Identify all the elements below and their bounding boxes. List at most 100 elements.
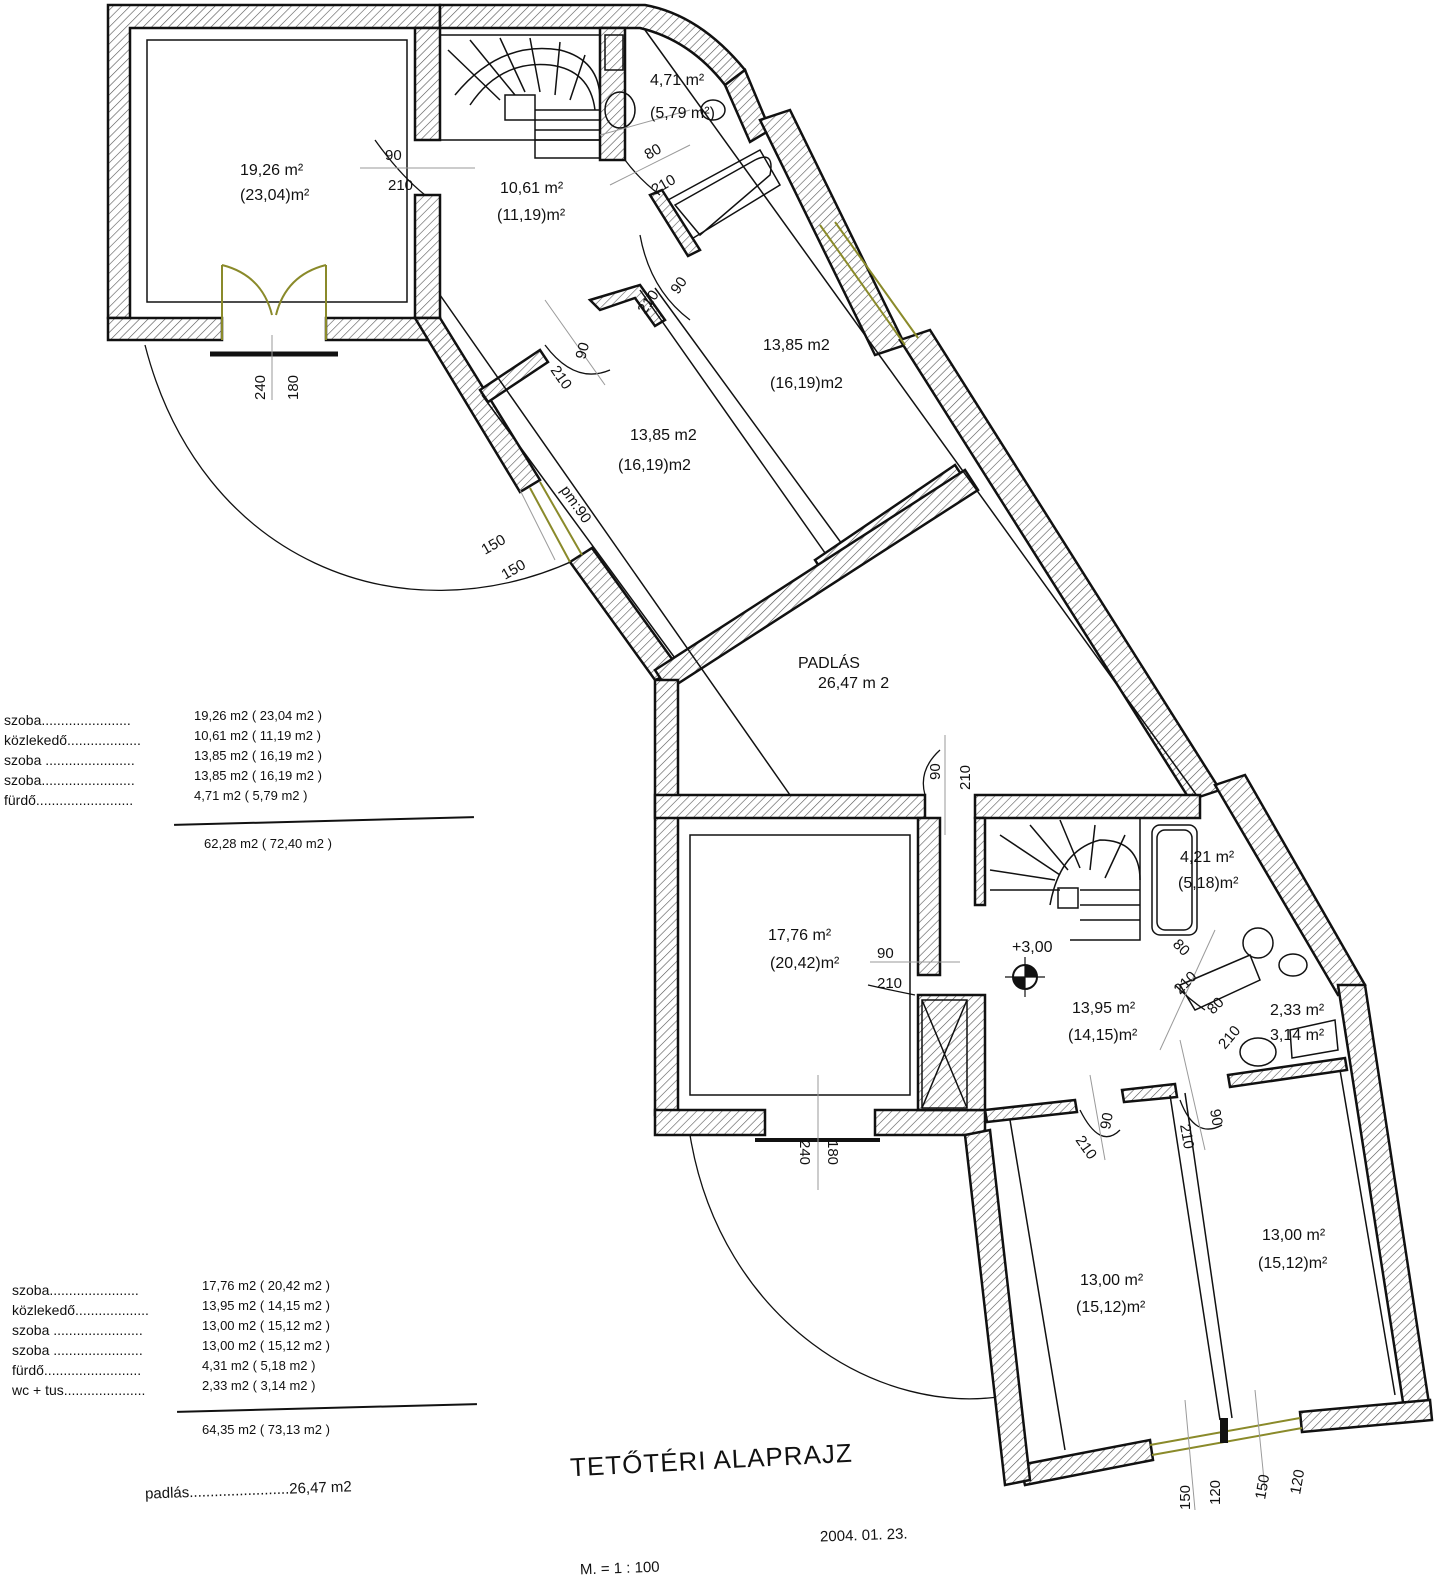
dim-80-c: 80	[1204, 994, 1228, 1018]
window-left	[529, 487, 571, 563]
dim-210-h: 210	[1215, 1022, 1244, 1052]
legend-room-name: szoba.......................	[4, 712, 131, 728]
wall-upper-curve	[438, 3, 772, 144]
upper-partitions	[478, 188, 980, 692]
room-10-gross: 3,14 m²	[1270, 1027, 1325, 1044]
legend-room-value: 4,31 m2 ( 5,18 m2 )	[202, 1358, 316, 1373]
level-label: +3,00	[1012, 939, 1053, 956]
room-labels: 19,26 m² (23,04)m² 10,61 m² (11,19)m² 4,…	[240, 72, 1328, 1316]
room-6-area: 26,47 m 2	[818, 675, 889, 692]
roof-line-1	[644, 29, 1201, 801]
legend-room-value: 13,00 m2 ( 15,12 m2 )	[202, 1338, 330, 1353]
window-right-upper-2	[834, 221, 919, 339]
room-10-area: 2,33 m²	[1270, 1002, 1325, 1019]
dim-150-b: 150	[499, 556, 529, 583]
dim-240: 240	[252, 375, 269, 400]
legend-lower-row: közlekedő................... 13,95 m2 ( …	[12, 1298, 492, 1320]
legend-room-value: 13,95 m2 ( 14,15 m2 )	[202, 1298, 330, 1313]
roof-line-2	[439, 294, 791, 796]
legend-upper-rule	[174, 816, 474, 826]
room-5-gross: (16,19)m2	[618, 457, 691, 474]
level-marker-icon	[1005, 957, 1045, 997]
door-swing-arc-upper	[144, 344, 576, 591]
room-3-gross: (5,79 m²)	[650, 105, 715, 122]
lower-staircase	[985, 817, 1141, 941]
legend-room-name: közlekedő...................	[4, 732, 141, 748]
legend-room-value: 2,33 m2 ( 3,14 m2 )	[202, 1378, 316, 1393]
dim-90-e: 90	[877, 945, 894, 962]
legend-room-name: szoba.......................	[12, 1282, 139, 1298]
dim-210-g: 210	[1171, 968, 1201, 998]
legend-lower-row: fürdő......................... 4,31 m2 (…	[12, 1358, 492, 1380]
dim-210-i: 210	[1072, 1133, 1100, 1163]
room-1-area: 19,26 m²	[240, 162, 304, 179]
dim-150-a: 150	[479, 531, 509, 558]
room-7-gross: (20,42)m²	[770, 955, 840, 972]
window-right-upper	[819, 224, 906, 346]
dim-120-a: 120	[1207, 1480, 1224, 1505]
legend-lower-row: szoba....................... 17,76 m2 ( …	[12, 1278, 492, 1300]
room-6-name: PADLÁS	[798, 653, 860, 672]
room-7-inner	[689, 834, 911, 1096]
dim-180: 180	[285, 375, 302, 400]
upper-staircase	[440, 34, 625, 159]
dim-180-b: 180	[824, 1140, 841, 1165]
lower-bathroom-fixtures	[1151, 824, 1339, 1067]
room-1-gross: (23,04)m²	[240, 187, 310, 204]
legend-room-value: 19,26 m2 ( 23,04 m2 )	[194, 708, 322, 723]
room-12-area: 13,00 m²	[1262, 1227, 1326, 1244]
legend-room-name: szoba .......................	[12, 1342, 143, 1358]
room-5-area: 13,85 m2	[630, 427, 697, 444]
legend-room-name: szoba........................	[4, 772, 135, 788]
legend-room-name: wc + tus.....................	[12, 1382, 146, 1398]
dim-120-b: 120	[1287, 1468, 1308, 1496]
attic-summary-dots: ........................	[188, 1480, 290, 1502]
room-2-gross: (11,19)m²	[497, 207, 566, 224]
legend-room-value: 13,00 m2 ( 15,12 m2 )	[202, 1318, 330, 1333]
legend-upper-row: szoba....................... 19,26 m2 ( …	[4, 708, 484, 730]
legend-upper-total: 62,28 m2 ( 72,40 m2 )	[204, 836, 332, 851]
legend-room-name: közlekedő...................	[12, 1302, 149, 1318]
room-12-gross: (15,12)m²	[1258, 1255, 1328, 1272]
lower-partitions	[983, 1056, 1396, 1451]
room-2-area: 10,61 m²	[500, 180, 564, 197]
legend-room-name: fürdő.........................	[4, 792, 134, 808]
legend-upper-row: közlekedő................... 10,61 m2 ( …	[4, 728, 484, 750]
dim-150-c: 150	[1177, 1485, 1194, 1510]
dim-150-d: 150	[1252, 1473, 1273, 1501]
legend-room-name: fürdő.........................	[12, 1362, 142, 1378]
wall-lower-block	[653, 678, 1434, 1487]
legend-lower-row: szoba ....................... 13,00 m2 (…	[12, 1318, 492, 1340]
room-4-area: 13,85 m2	[763, 337, 830, 354]
attic-summary-value: 26,47 m2	[288, 1478, 353, 1498]
attic-summary-label: padlás	[144, 1484, 190, 1503]
dim-80-b: 80	[1169, 936, 1193, 960]
legend-room-value: 17,76 m2 ( 20,42 m2 )	[202, 1278, 330, 1293]
room-9-area: 4,21 m²	[1180, 849, 1235, 866]
legend-lower-row: szoba ....................... 13,00 m2 (…	[12, 1338, 492, 1360]
legend-lower-rule	[177, 1403, 477, 1413]
legend-lower-row: wc + tus..................... 2,33 m2 ( …	[12, 1378, 492, 1400]
drawing-scale: M. = 1 : 100	[579, 1558, 660, 1579]
legend-upper-row: szoba........................ 13,85 m2 (…	[4, 768, 484, 790]
room-4-gross: (16,19)m2	[770, 375, 843, 392]
dim-240-b: 240	[796, 1140, 813, 1165]
interior-door-arcs	[374, 139, 1223, 1138]
room-7-area: 17,76 m²	[768, 927, 832, 944]
door-swing-arc-lower	[689, 1134, 1011, 1400]
room-11-gross: (15,12)m²	[1076, 1299, 1146, 1316]
window-mullion	[1220, 1418, 1228, 1443]
dim-210-d: 210	[547, 363, 575, 393]
legend-room-value: 4,71 m2 ( 5,79 m2 )	[194, 788, 308, 803]
dim-90-a: 90	[385, 147, 402, 164]
dim-90-c: 90	[572, 341, 593, 362]
legend-room-value: 13,85 m2 ( 16,19 m2 )	[194, 768, 322, 783]
window-left-2	[539, 481, 583, 556]
room-8-area: 13,95 m²	[1072, 1000, 1136, 1017]
dim-90-g: 90	[1206, 1108, 1226, 1127]
dim-80-a: 80	[642, 140, 665, 163]
dim-210-j: 210	[1176, 1123, 1197, 1151]
dim-90-b: 90	[667, 274, 690, 297]
room-9-gross: (5,18)m²	[1178, 875, 1239, 892]
